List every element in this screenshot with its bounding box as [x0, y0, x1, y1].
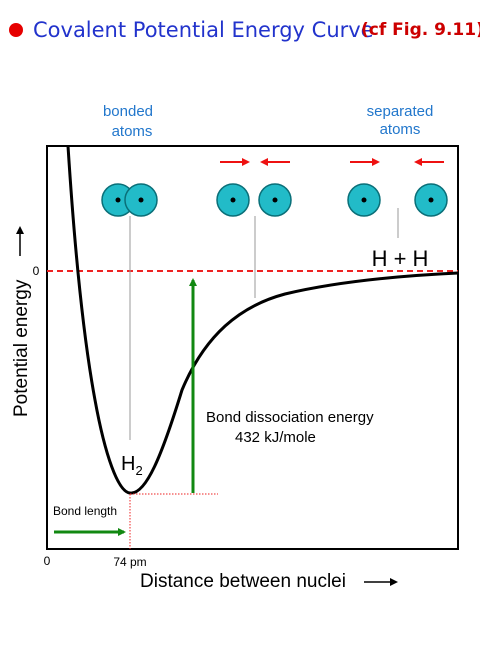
dissociation-energy-label: Bond dissociation energy	[206, 409, 374, 426]
bonded-atoms-icon	[101, 183, 158, 217]
bonded-caption-line2: atoms	[112, 123, 153, 140]
bonded-caption-line1: bonded	[103, 103, 153, 120]
plot-frame	[46, 145, 459, 550]
y-axis-label: Potential energy	[11, 279, 32, 417]
separated-caption-line2: atoms	[380, 121, 421, 138]
origin-label: 0	[44, 554, 51, 568]
title-bullet-icon	[9, 23, 23, 37]
molecule-subscript: 2	[135, 463, 142, 478]
molecule-symbol: H	[121, 453, 135, 475]
figure-reference: (cf Fig. 9.11)	[361, 20, 480, 40]
molecule-label: H2	[121, 453, 143, 478]
x-axis-label: Distance between nuclei	[140, 571, 346, 592]
bond-length-tick-label: 74 pm	[113, 555, 146, 569]
separated-atoms-icon	[347, 183, 448, 217]
approaching-atoms-icon	[216, 183, 292, 217]
potential-energy-curve	[66, 145, 459, 495]
page-title: Covalent Potential Energy Curve	[33, 18, 374, 42]
bond-length-label: Bond length	[53, 504, 117, 518]
dissociation-energy-value: 432 kJ/mole	[235, 429, 316, 446]
separated-atoms-label: H + H	[372, 246, 429, 271]
separated-caption-line1: separated	[367, 103, 434, 120]
zero-label: 0	[33, 264, 40, 278]
